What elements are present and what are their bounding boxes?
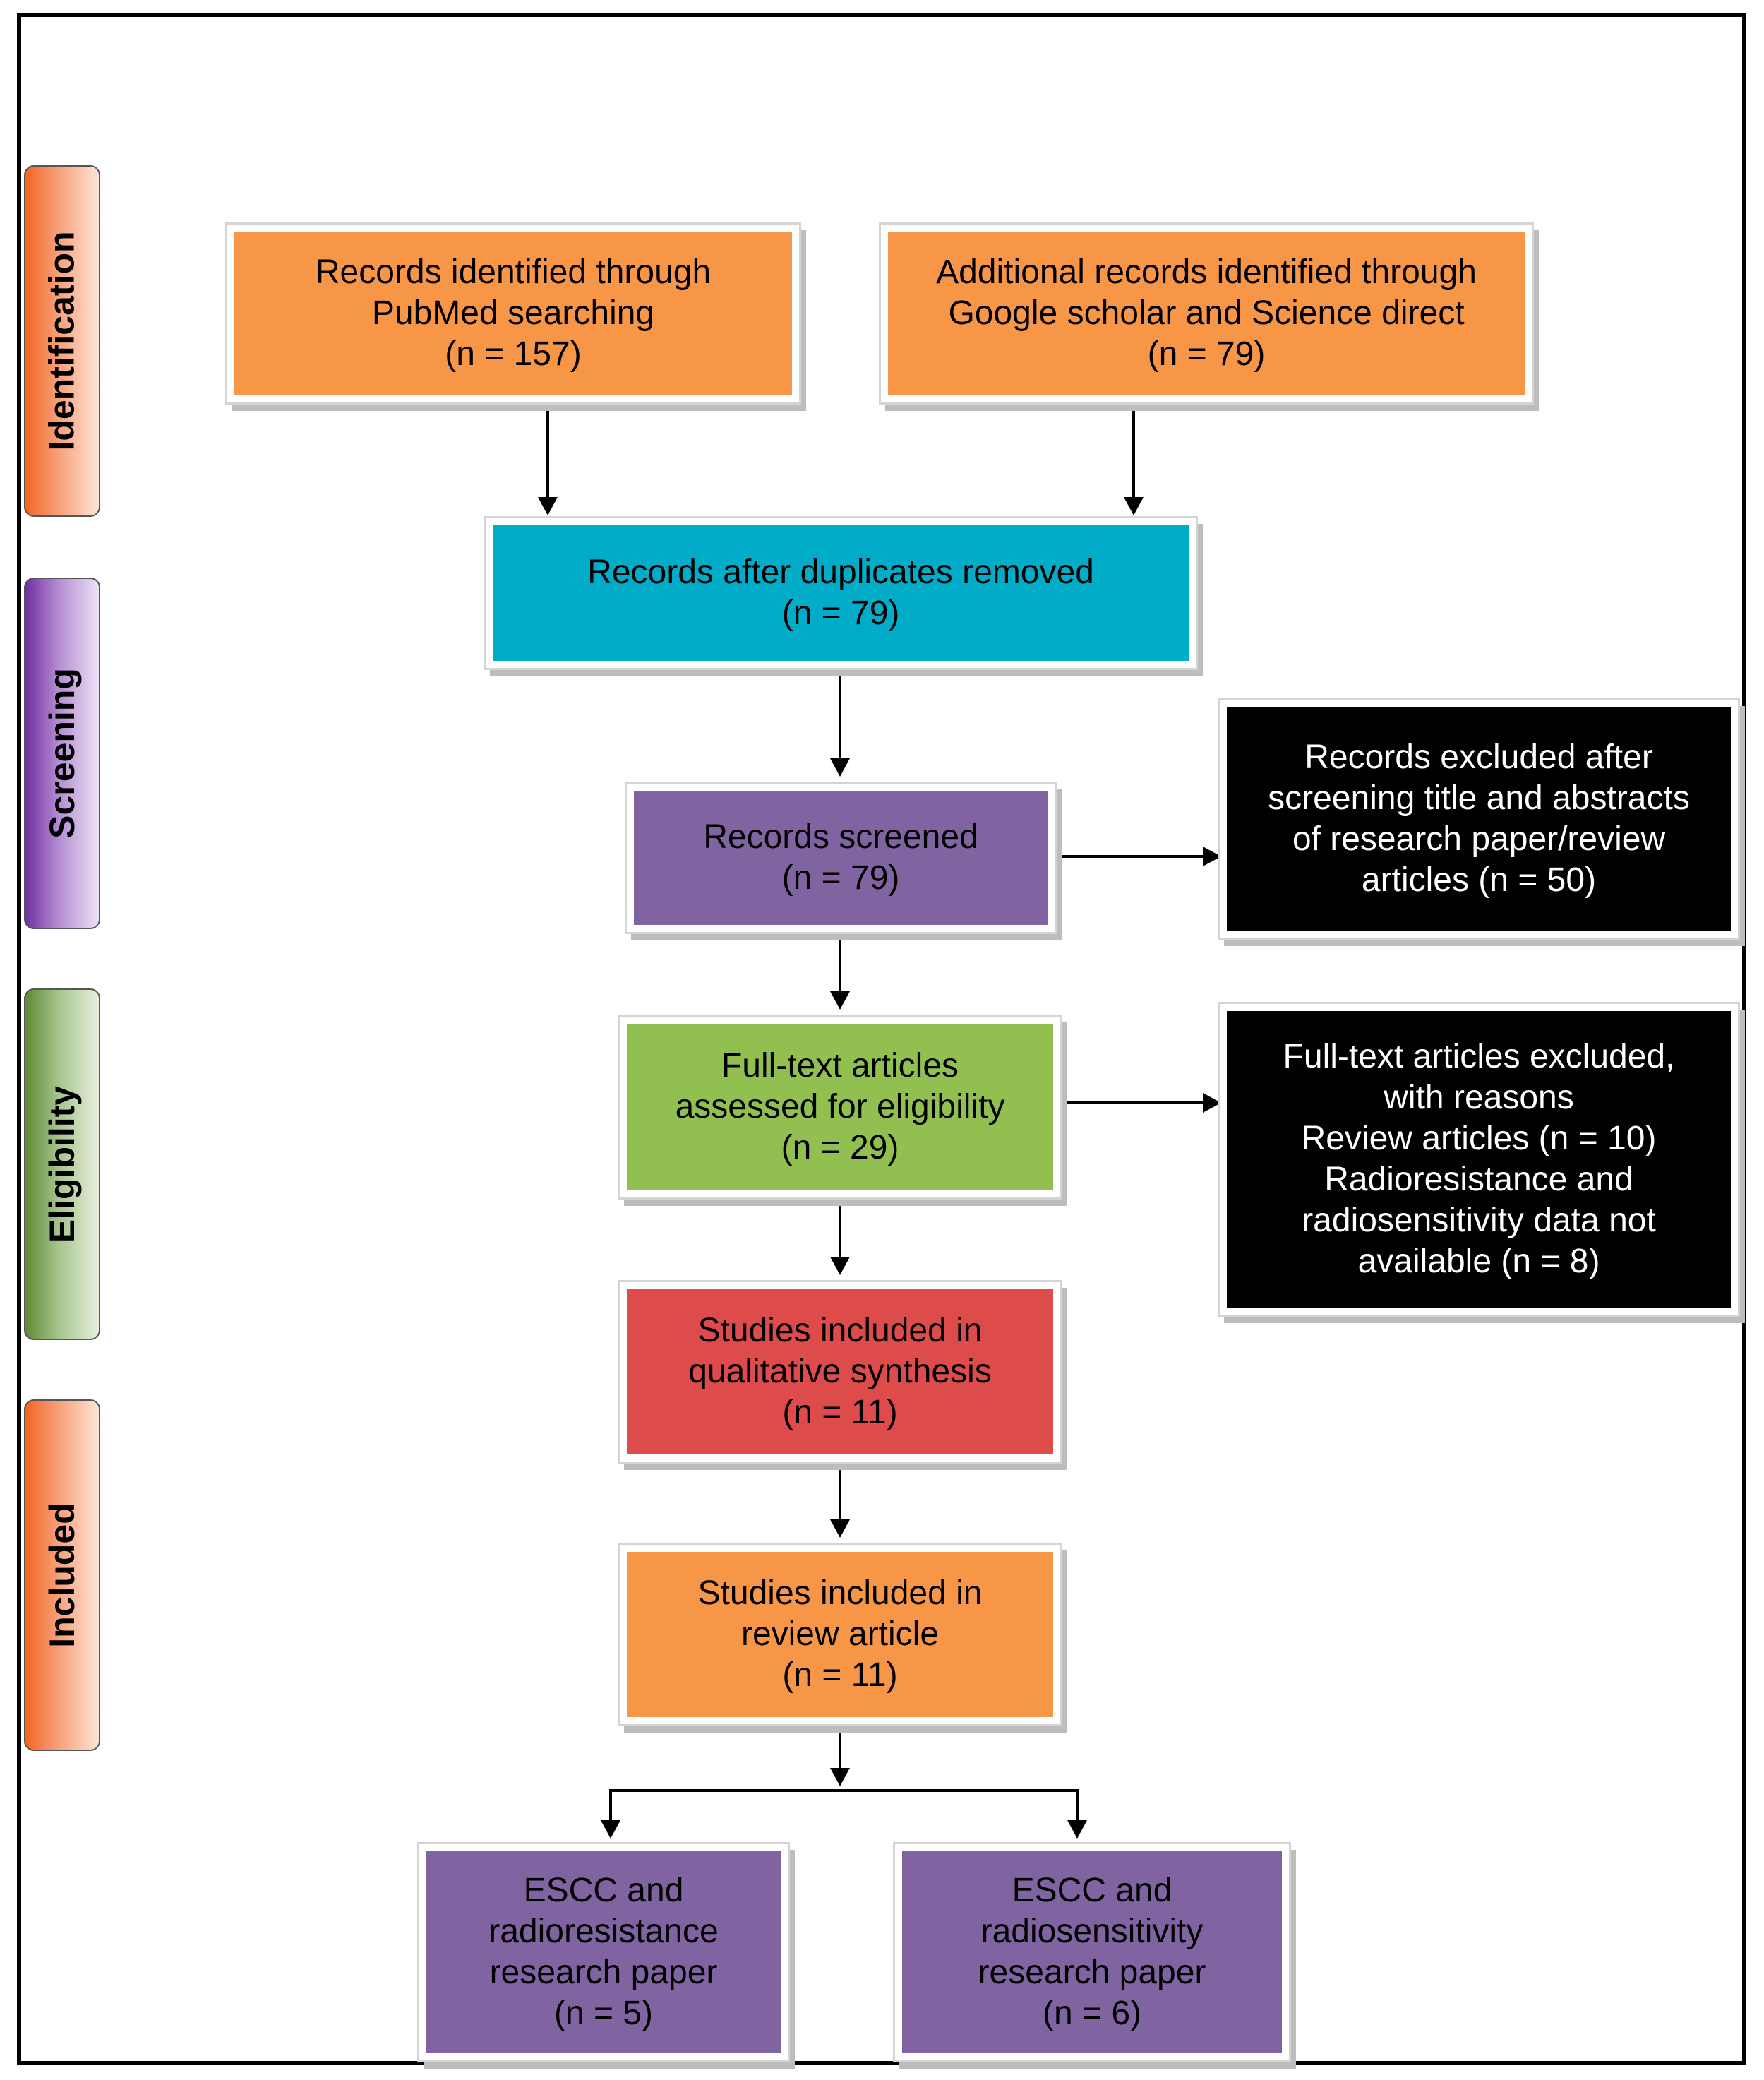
box-qualitative-synthesis: Studies included in qualitative synthesi… — [627, 1289, 1053, 1454]
phase-included: Included — [24, 1399, 100, 1751]
box-records-pubmed: Records identified through PubMed search… — [234, 232, 792, 395]
box-duplicates-removed: Records after duplicates removed (n = 79… — [493, 525, 1189, 661]
box-full-text-excluded: Full-text articles excluded, with reason… — [1227, 1011, 1731, 1308]
diagram-frame — [17, 13, 1746, 2065]
box-records-screened: Records screened (n = 79) — [634, 791, 1048, 925]
box-additional-records: Additional records identified through Go… — [888, 232, 1525, 395]
box-radioresistance-papers: ESCC and radioresistance research paper … — [426, 1851, 781, 2053]
box-records-excluded: Records excluded after screening title a… — [1227, 707, 1731, 931]
phase-eligibility: Eligibility — [24, 988, 100, 1340]
box-full-text-assessed: Full-text articles assessed for eligibil… — [627, 1024, 1053, 1190]
box-review-article: Studies included in review article (n = … — [627, 1552, 1053, 1717]
phase-screening: Screening — [24, 578, 100, 929]
phase-identification: Identification — [24, 165, 100, 517]
box-radiosensitivity-papers: ESCC and radiosensitivity research paper… — [902, 1851, 1282, 2053]
